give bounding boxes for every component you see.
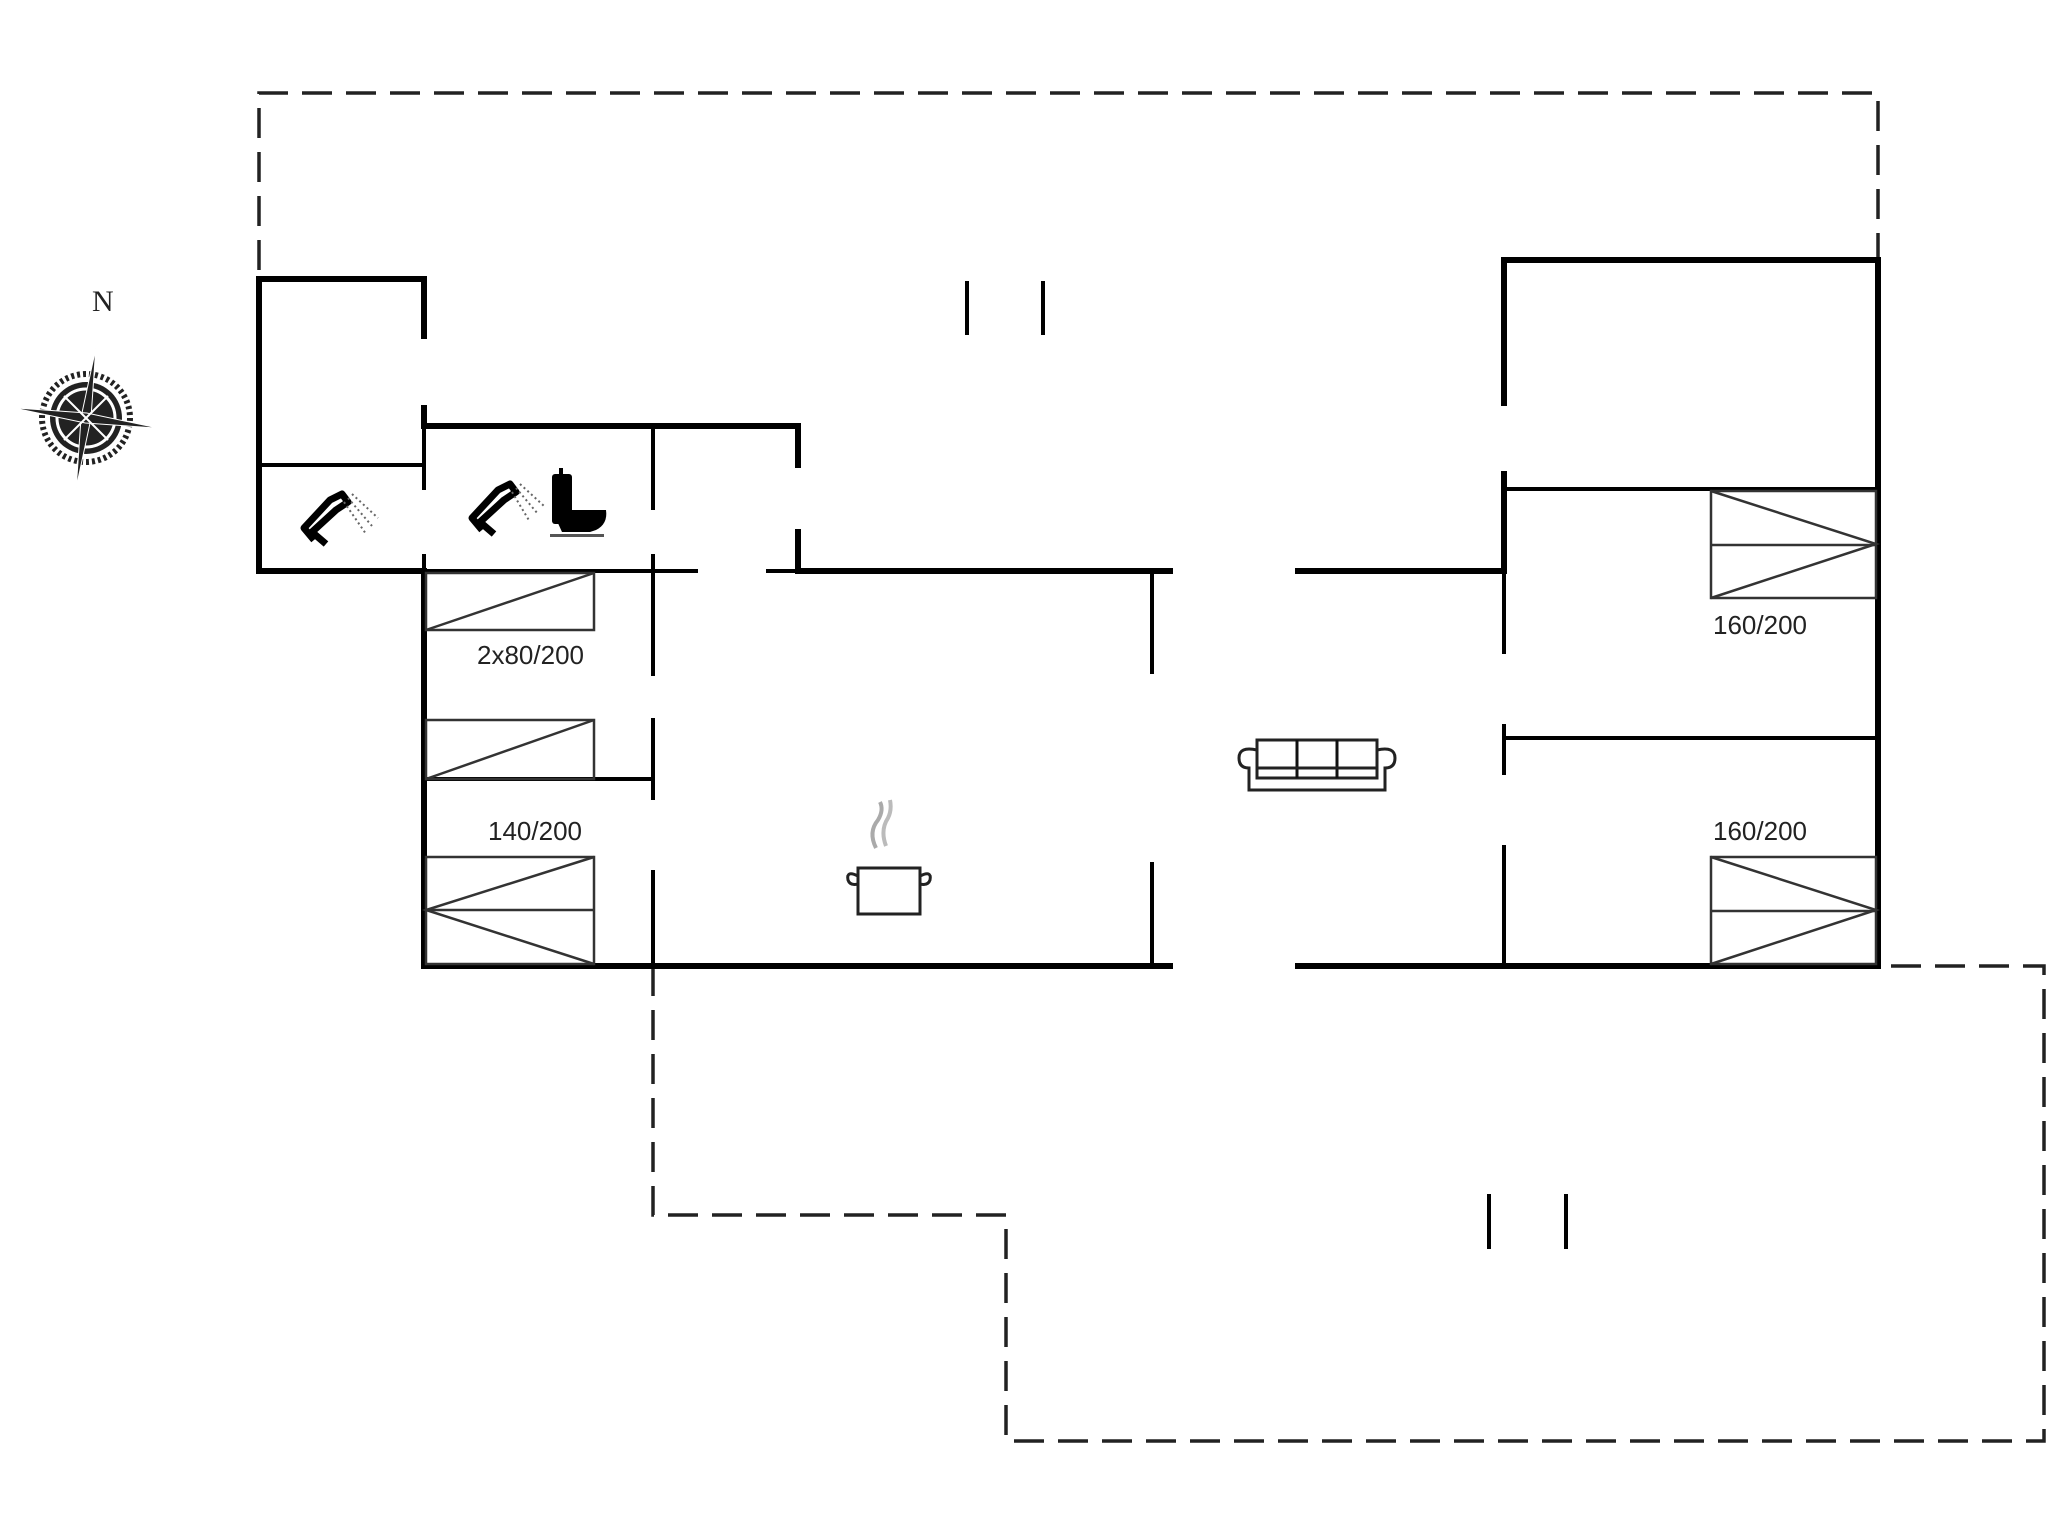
compass-north-label: N [92,285,114,318]
interior-walls [259,281,1878,1249]
shower-icon [300,490,379,547]
bed-bunk-left-drawing [424,571,596,781]
bed-label-double-right-bottom: 160/200 [1713,816,1807,846]
bed-label-double-left: 140/200 [488,816,582,846]
exterior-walls [256,257,1881,969]
bed-double-right-top-drawing [1709,489,1881,600]
bed-label-double-right-top: 160/200 [1713,610,1807,640]
toilet-icon [550,468,607,537]
bed-label-bunk: 2x80/200 [477,640,584,670]
terrace-outline-north [257,91,1880,270]
bed-double-left-drawing [421,855,596,966]
compass-rose-icon [12,348,160,488]
shower-icon [468,480,545,537]
bed-double-right-bottom-drawing [1709,855,1881,966]
terrace-outline-south [651,964,2046,1443]
cooking-pot-icon [846,799,932,916]
sofa-icon [1237,738,1397,792]
